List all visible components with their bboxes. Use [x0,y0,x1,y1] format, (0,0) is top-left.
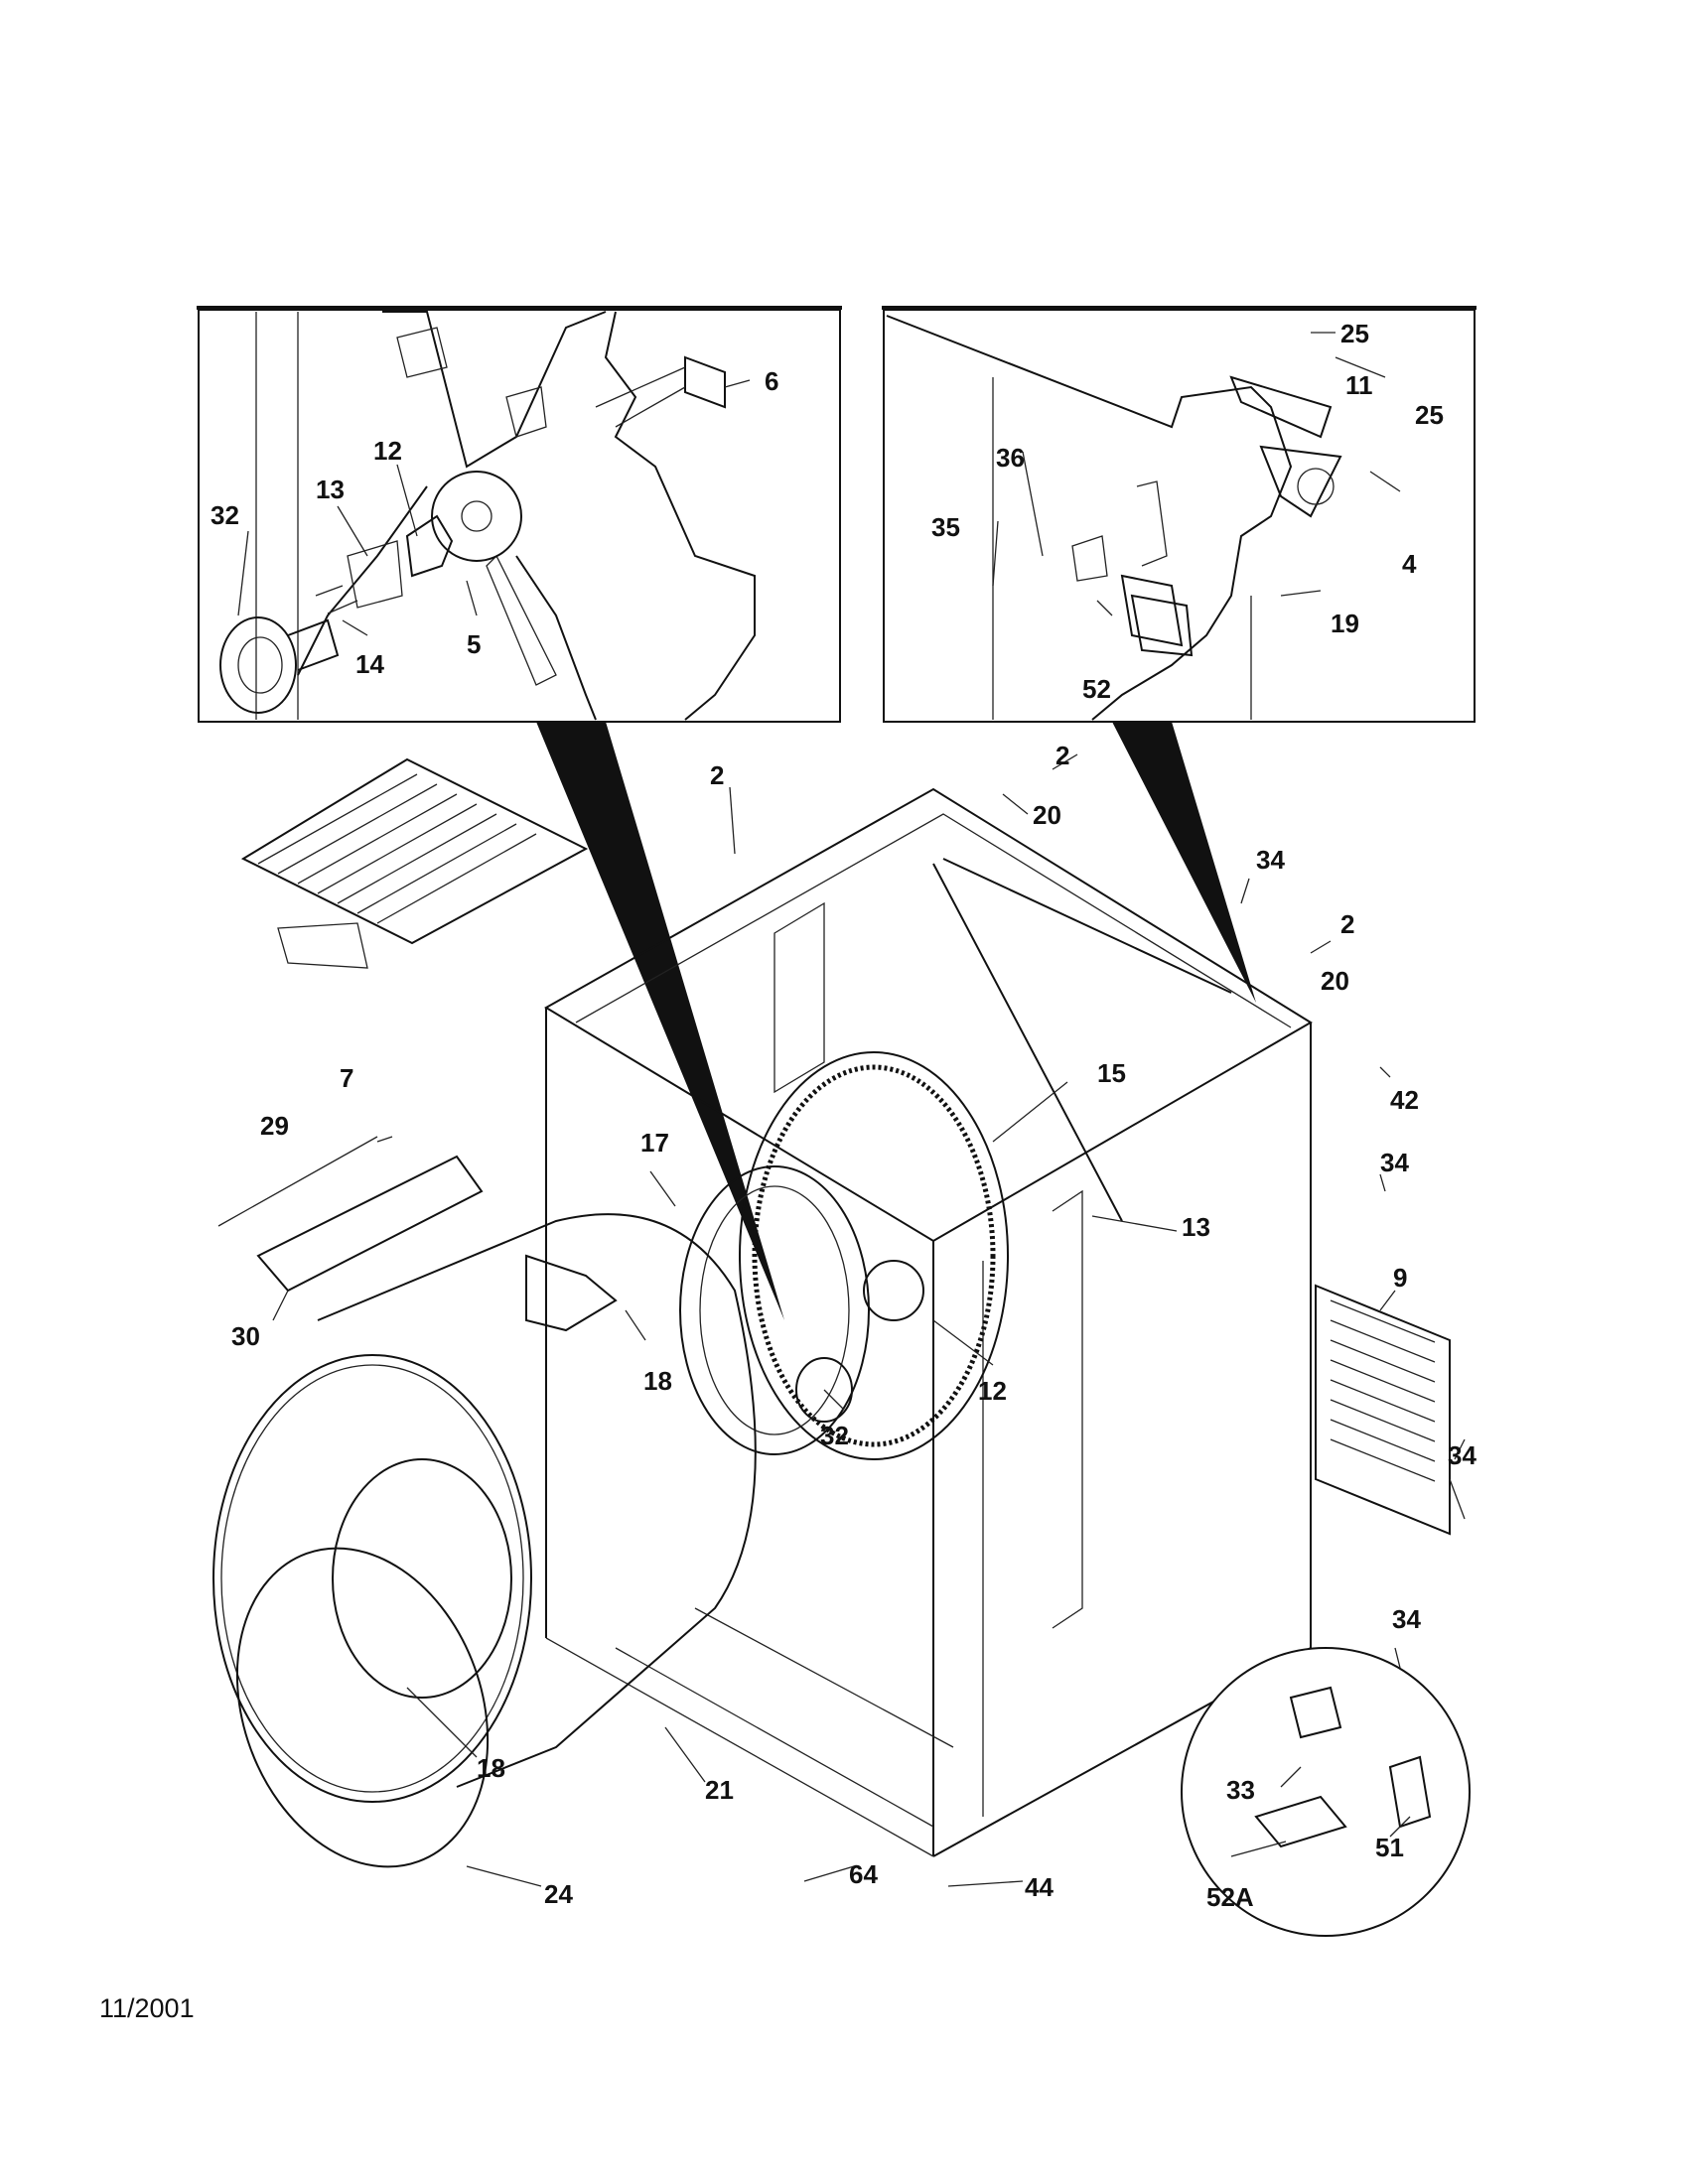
label-18-b: 18 [477,1753,505,1783]
label-11: 11 [1345,370,1373,400]
label-52: 52 [1082,674,1111,704]
label-13-inset: 13 [316,475,345,504]
label-36: 36 [996,443,1025,473]
label-14: 14 [355,649,384,679]
label-4: 4 [1402,549,1417,579]
label-42: 42 [1390,1085,1419,1115]
label-25-right: 25 [1415,400,1444,430]
label-17: 17 [640,1128,669,1158]
label-34-c: 34 [1448,1440,1477,1470]
label-30: 30 [231,1321,260,1351]
label-34-a: 34 [1256,845,1285,875]
label-12-inset: 12 [373,436,402,466]
label-7: 7 [340,1063,353,1093]
label-18-a: 18 [643,1366,672,1396]
labels-inset-right: 25 11 25 36 35 4 19 52 [931,319,1444,704]
label-21: 21 [705,1775,734,1805]
leader-lines [217,753,1466,1887]
label-34-d: 34 [1392,1604,1421,1634]
label-5: 5 [467,629,481,659]
label-20-a: 20 [1033,800,1061,830]
label-2-c: 2 [1340,909,1354,939]
label-9: 9 [1393,1263,1407,1293]
date-code: 11/2001 [99,1993,195,2023]
detail-circle [1181,1647,1471,1937]
inset-pointers [536,722,1256,1320]
label-19: 19 [1331,609,1359,638]
lint-grille [1315,1284,1451,1536]
inset-right [882,306,1477,723]
labels-inset-left: 6 12 13 32 14 5 [211,366,778,679]
duct-30 [256,1155,484,1293]
label-34-b: 34 [1380,1148,1409,1177]
label-52A: 52A [1206,1882,1254,1912]
label-51: 51 [1375,1833,1404,1862]
label-32-inset: 32 [211,500,239,530]
label-64: 64 [849,1859,878,1889]
shelf-rack [240,757,589,969]
label-29: 29 [260,1111,289,1141]
inset-left [197,306,842,723]
label-32-main: 32 [820,1421,849,1450]
drum [212,1213,757,1803]
label-6: 6 [765,366,778,396]
label-13-main: 13 [1182,1212,1210,1242]
label-2-b: 2 [1055,741,1069,770]
drum-rear-panel [739,1051,1009,1460]
label-33: 33 [1226,1775,1255,1805]
label-24: 24 [544,1879,573,1909]
labels-main: 2 2 20 34 2 20 7 15 42 29 17 34 13 9 30 … [231,741,1477,1912]
label-25-top: 25 [1340,319,1369,348]
front-seal [235,1547,490,1868]
cabinet [544,787,1313,1857]
label-20-b: 20 [1321,966,1349,996]
label-35: 35 [931,512,960,542]
rear-bulkhead [679,1165,870,1455]
label-15: 15 [1097,1058,1126,1088]
label-44: 44 [1025,1872,1054,1902]
label-12-main: 12 [978,1376,1007,1406]
label-2-a: 2 [710,760,724,790]
